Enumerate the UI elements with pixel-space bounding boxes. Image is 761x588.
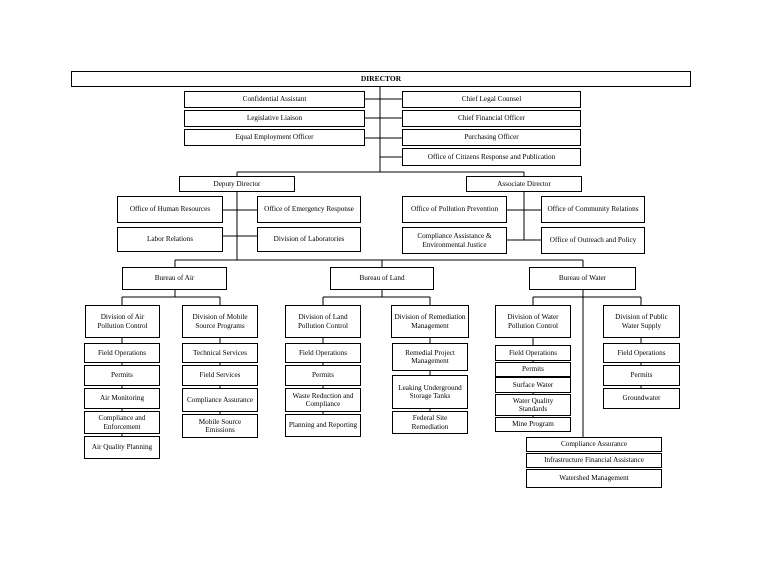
associate-director-box: Associate Director <box>466 176 582 192</box>
water-compliance-assurance-box: Compliance Assurance <box>526 437 662 452</box>
chief-financial-officer-box: Chief Financial Officer <box>402 110 581 127</box>
mobile-field-services-box: Field Services <box>182 365 258 386</box>
pollution-prevention-office-box: Office of Pollution Prevention <box>402 196 507 223</box>
air-permits-box: Permits <box>84 365 160 386</box>
pws-field-operations-box: Field Operations <box>603 343 680 363</box>
mine-program-box: Mine Program <box>495 417 571 432</box>
equal-employment-officer-box: Equal Employment Officer <box>184 129 365 146</box>
compliance-assistance-box: Compliance Assistance & Environmental Ju… <box>402 227 507 254</box>
federal-site-remediation-box: Federal Site Remediation <box>392 411 468 434</box>
outreach-policy-office-box: Office of Outreach and Policy <box>541 227 645 254</box>
director-box: DIRECTOR <box>71 71 691 87</box>
water-field-operations-box: Field Operations <box>495 345 571 361</box>
water-permits-box: Permits <box>495 362 571 377</box>
surface-water-box: Surface Water <box>495 377 571 393</box>
land-field-operations-box: Field Operations <box>285 343 361 363</box>
watershed-management-box: Watershed Management <box>526 469 662 488</box>
emergency-response-office-box: Office of Emergency Response <box>257 196 361 223</box>
water-pollution-control-division-box: Division of Water Pollution Control <box>495 305 571 338</box>
air-field-operations-box: Field Operations <box>84 343 160 363</box>
bureau-of-land-box: Bureau of Land <box>330 267 434 290</box>
air-quality-planning-box: Air Quality Planning <box>84 436 160 459</box>
land-permits-box: Permits <box>285 365 361 386</box>
purchasing-officer-box: Purchasing Officer <box>402 129 581 146</box>
remedial-project-management-box: Remedial Project Management <box>392 343 468 371</box>
land-planning-reporting-box: Planning and Reporting <box>285 414 361 437</box>
land-pollution-control-division-box: Division of Land Pollution Control <box>285 305 361 338</box>
bureau-of-water-box: Bureau of Water <box>529 267 636 290</box>
mobile-compliance-assurance-box: Compliance Assurance <box>182 388 258 412</box>
public-water-supply-division-box: Division of Public Water Supply <box>603 305 680 338</box>
citizens-response-office-box: Office of Citizens Response and Publicat… <box>402 148 581 166</box>
infrastructure-financial-assistance-box: Infrastructure Financial Assistance <box>526 453 662 468</box>
air-monitoring-box: Air Monitoring <box>84 388 160 409</box>
mobile-source-division-box: Division of Mobile Source Programs <box>182 305 258 338</box>
confidential-assistant-box: Confidential Assistant <box>184 91 365 108</box>
waste-reduction-compliance-box: Waste Reduction and Compliance <box>285 388 361 412</box>
community-relations-office-box: Office of Community Relations <box>541 196 645 223</box>
legislative-liaison-box: Legislative Liaison <box>184 110 365 127</box>
mobile-technical-services-box: Technical Services <box>182 343 258 363</box>
leaking-underground-tanks-box: Leaking Underground Storage Tanks <box>392 375 468 409</box>
human-resources-office-box: Office of Human Resources <box>117 196 223 223</box>
water-quality-standards-box: Water Quality Standards <box>495 394 571 416</box>
groundwater-box: Groundwater <box>603 388 680 409</box>
labor-relations-box: Labor Relations <box>117 227 223 252</box>
laboratories-division-box: Division of Laboratories <box>257 227 361 252</box>
air-compliance-enforcement-box: Compliance and Enforcement <box>84 411 160 434</box>
deputy-director-box: Deputy Director <box>179 176 295 192</box>
air-pollution-control-division-box: Division of Air Pollution Control <box>85 305 160 338</box>
chief-legal-counsel-box: Chief Legal Counsel <box>402 91 581 108</box>
pws-permits-box: Permits <box>603 365 680 386</box>
remediation-management-division-box: Division of Remediation Management <box>391 305 469 338</box>
bureau-of-air-box: Bureau of Air <box>122 267 227 290</box>
mobile-source-emissions-box: Mobile Source Emissions <box>182 414 258 438</box>
